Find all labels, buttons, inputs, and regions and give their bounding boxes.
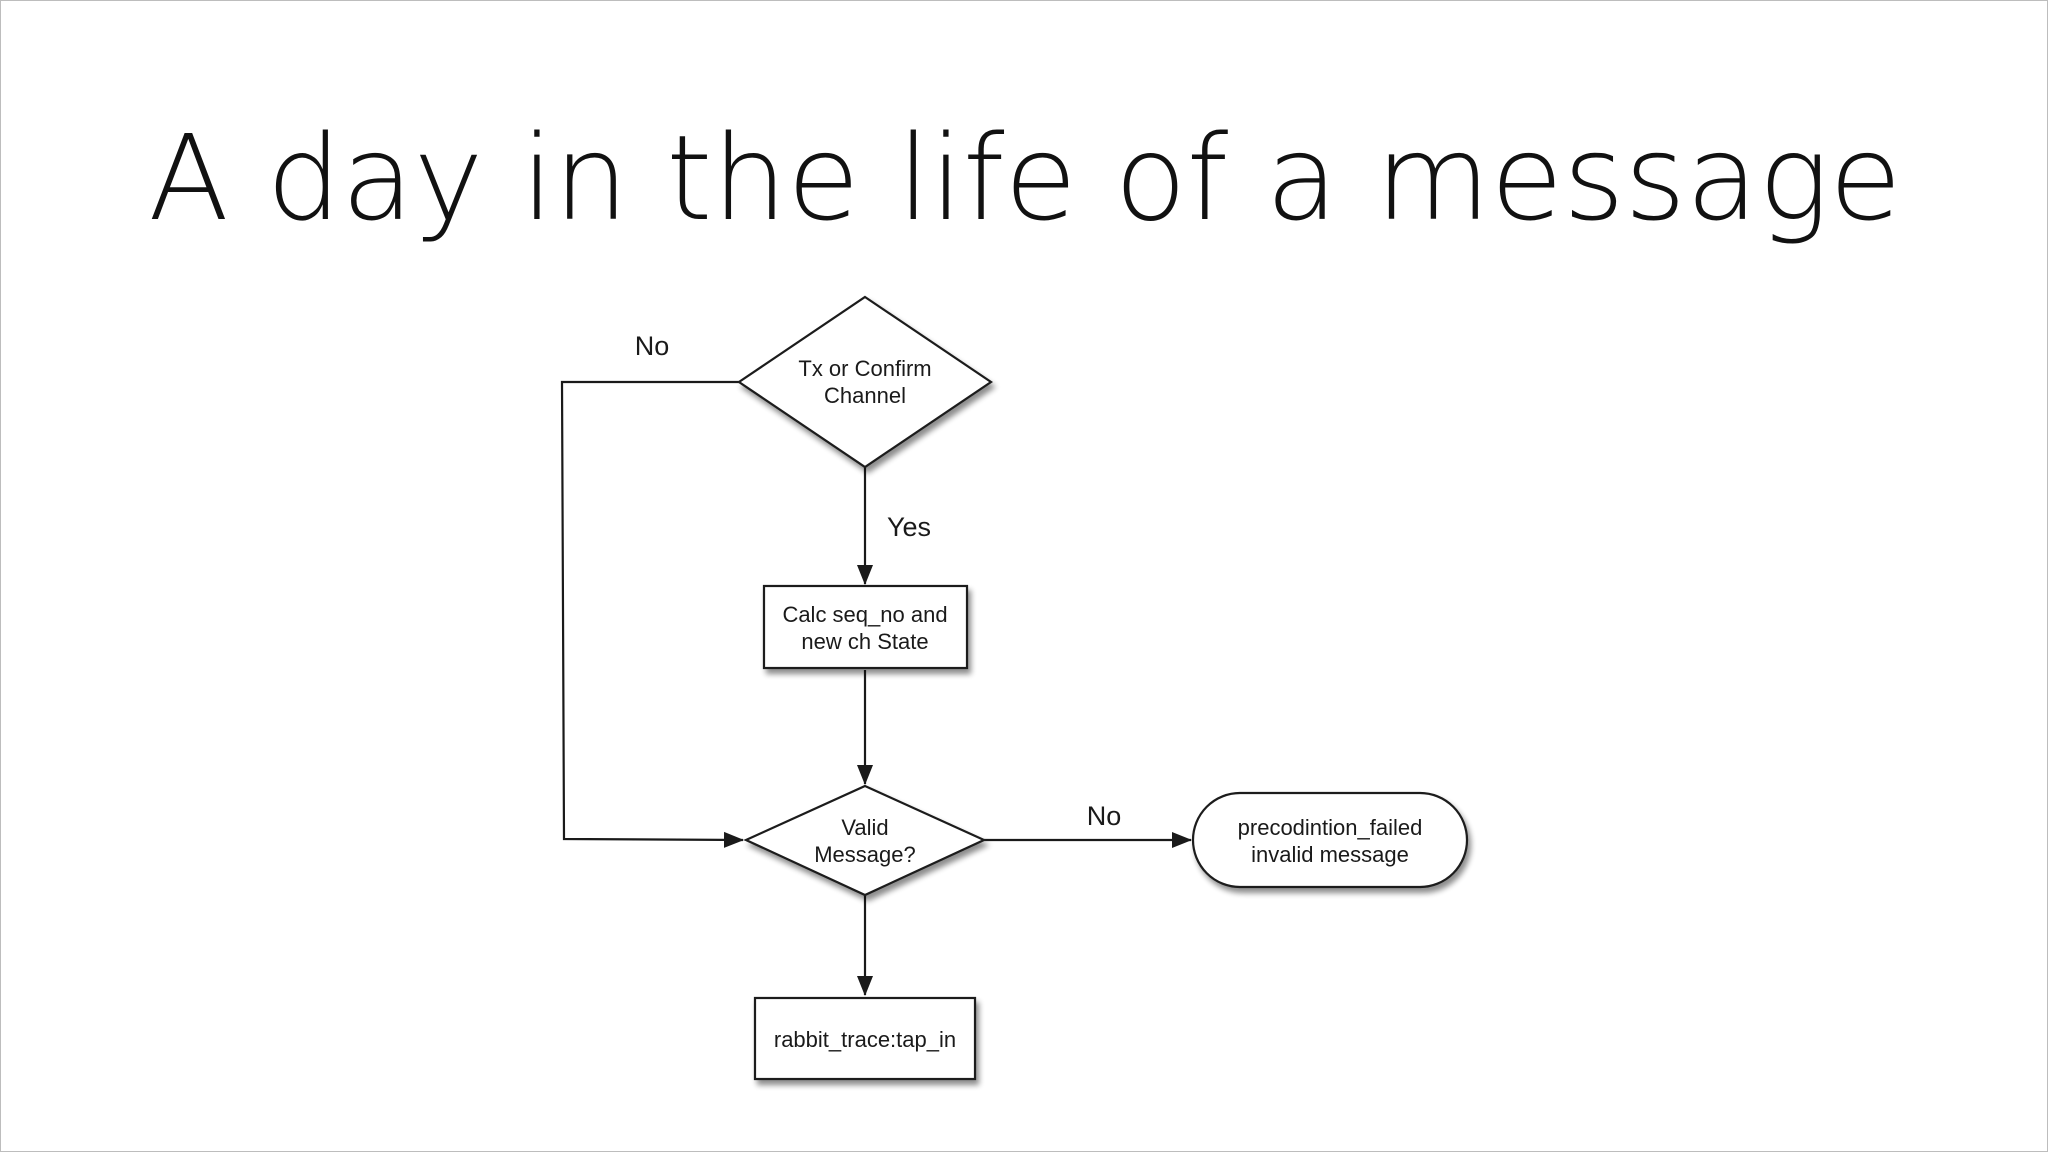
edge-channel-no	[560, 380, 744, 848]
terminal-failed-label-line2: invalid message	[1251, 842, 1409, 867]
decision-valid	[743, 784, 987, 897]
edge-label-valid-no: No	[1087, 801, 1122, 831]
slide-title: A day in the life of a message	[148, 109, 1902, 247]
edge-label-channel-yes: Yes	[887, 512, 931, 542]
edge-label-channel-no: No	[635, 331, 670, 361]
terminal-failed-label-line1: precodintion_failed	[1238, 815, 1423, 840]
process-calc-label-line2: new ch State	[801, 629, 928, 654]
decision-channel-label-line1: Tx or Confirm	[798, 356, 931, 381]
process-trace-label: rabbit_trace:tap_in	[774, 1027, 956, 1052]
decision-channel-label-line2: Channel	[824, 383, 906, 408]
process-calc-label-line1: Calc seq_no and	[782, 602, 947, 627]
terminal-failed	[1191, 791, 1469, 889]
decision-channel	[737, 295, 993, 469]
process-trace	[753, 996, 977, 1081]
decision-valid-label-line2: Message?	[814, 842, 916, 867]
decision-valid-label-line1: Valid	[841, 815, 888, 840]
process-calc	[762, 584, 969, 670]
